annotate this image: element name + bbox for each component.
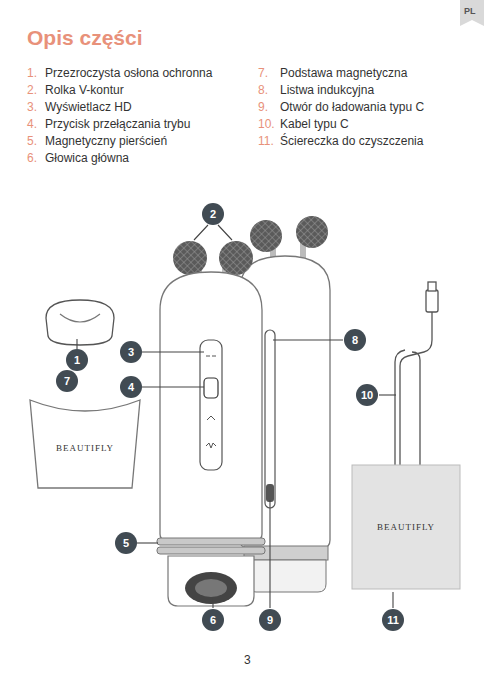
part-name: Głowica główna (45, 151, 129, 165)
callout-number: 10 (356, 384, 378, 406)
callout-number: 4 (120, 376, 142, 398)
part-name: Przezroczysta osłona ochronna (45, 66, 212, 80)
list-number: 8. (258, 83, 268, 97)
part-name: Magnetyczny pierścień (45, 134, 167, 148)
callout-text: 2 (210, 208, 216, 220)
callout-text: 1 (74, 354, 80, 366)
magnetic-base (30, 400, 140, 488)
list-number: 1. (27, 66, 37, 80)
language-tag (460, 0, 484, 26)
callout-number: 11 (382, 609, 404, 631)
part-name: Wyświetlacz HD (45, 100, 132, 114)
callout-number: 1 (66, 349, 88, 371)
callout-text: 8 (352, 334, 358, 346)
page-title: Opis części (27, 26, 143, 50)
list-number: 10. (258, 117, 275, 131)
callout-text: 9 (267, 614, 273, 626)
brand-text: BEAUTIFLY (377, 522, 435, 532)
part-name: Otwór do ładowania typu C (280, 100, 424, 114)
cleaning-cloth (352, 465, 460, 589)
brand-text: BEAUTIFLY (56, 443, 114, 453)
callout-number: 8 (344, 329, 366, 351)
callout-number: 9 (259, 609, 281, 631)
part-name: Podstawa magnetyczna (280, 66, 407, 80)
part-name: Rolka V-kontur (45, 83, 124, 97)
callout-text: 5 (123, 537, 129, 549)
callout-number: 3 (120, 341, 142, 363)
callout-text: 11 (387, 614, 399, 626)
part-name: Ściereczka do czyszczenia (280, 134, 423, 148)
list-number: 7. (258, 66, 268, 80)
list-number: 6. (27, 151, 37, 165)
callout-text: 4 (128, 381, 134, 393)
list-number: 4. (27, 117, 37, 131)
front-device (157, 241, 265, 606)
part-name: Przycisk przełączania trybu (45, 117, 190, 131)
callout-text: 6 (210, 614, 216, 626)
callout-number: 2 (202, 203, 224, 225)
usb-c-cable (395, 282, 438, 482)
list-number: 11. (258, 134, 274, 148)
list-number: 5. (27, 134, 37, 148)
list-number: 2. (27, 83, 37, 97)
callout-text: 7 (64, 375, 70, 387)
language-tag-text: PL (464, 6, 476, 16)
list-number: 3. (27, 100, 37, 114)
page-number: 3 (244, 653, 251, 667)
callout-text: 10 (361, 389, 373, 401)
callout-number: 7 (56, 370, 78, 392)
callout-text: 3 (128, 346, 134, 358)
part-name: Listwa indukcyjna (280, 83, 374, 97)
part-name: Kabel typu C (280, 117, 349, 131)
leader-lines (77, 225, 396, 608)
protective-cover (46, 300, 114, 345)
callout-number: 6 (202, 609, 224, 631)
callout-number: 5 (115, 532, 137, 554)
list-number: 9. (258, 100, 268, 114)
